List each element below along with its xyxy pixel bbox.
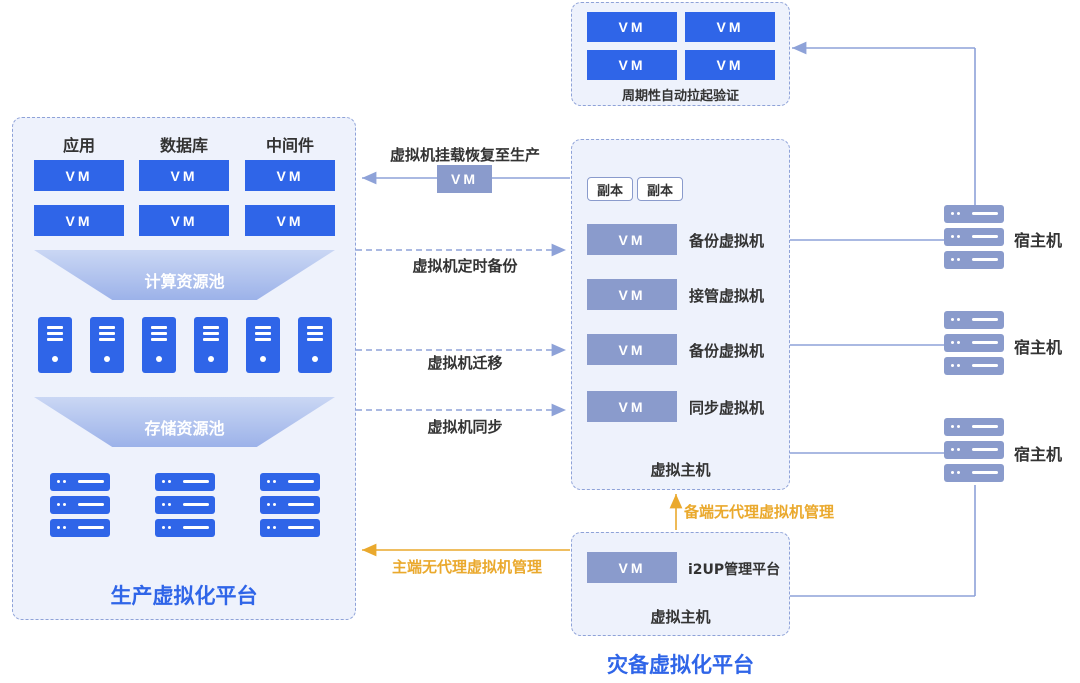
server-tower-icon [142, 317, 176, 373]
dr-host-label: 虚拟主机 [650, 461, 711, 479]
verify-vm-4: VM [685, 50, 775, 80]
compute-pool-label: 计算资源池 [144, 272, 225, 291]
production-vm: VM [139, 160, 229, 191]
production-column-middleware: 中间件 [265, 136, 314, 155]
storage-pool-label: 存储资源池 [144, 419, 225, 438]
verify-vm-1: VM [587, 12, 677, 42]
verify-vm-3: VM [587, 50, 677, 80]
host-label: 宿主机 [1014, 338, 1063, 357]
dr-vm: VM [587, 224, 677, 255]
storage-rack-icon [50, 473, 110, 539]
host-label: 宿主机 [1014, 231, 1063, 250]
storage-rack-icon [260, 473, 320, 539]
production-vm: VM [34, 205, 124, 236]
restore-vm: VM [437, 165, 492, 193]
server-tower-icon [194, 317, 228, 373]
server-tower-icon [246, 317, 280, 373]
dr-vm-label-takeover: 接管虚拟机 [689, 287, 765, 305]
replica-badge: 副本 [587, 177, 633, 201]
dr-vm-label-backup: 备份虚拟机 [689, 232, 765, 250]
production-column-database: 数据库 [159, 136, 208, 155]
mgmt-host-panel [571, 532, 790, 636]
scheduled-backup-label: 虚拟机定时备份 [412, 257, 518, 275]
host-server-icon [944, 311, 1004, 375]
backup-agentless-label: 备端无代理虚拟机管理 [684, 503, 835, 521]
production-vm: VM [245, 160, 335, 191]
host-server-icon [944, 205, 1004, 269]
migration-label: 虚拟机迁移 [427, 354, 503, 372]
host-server-icon [944, 418, 1004, 482]
verify-caption: 周期性自动拉起验证 [621, 89, 739, 104]
replica-badge: 副本 [637, 177, 683, 201]
dr-vm-label-sync: 同步虚拟机 [689, 399, 765, 417]
production-title: 生产虚拟化平台 [110, 584, 258, 608]
dr-vm: VM [587, 279, 677, 310]
dr-vm: VM [587, 334, 677, 365]
mgmt-host-label: 虚拟主机 [650, 608, 711, 626]
dr-vm-label-backup-2: 备份虚拟机 [689, 342, 765, 360]
production-vm: VM [139, 205, 229, 236]
i2up-platform-label: i2UP管理平台 [688, 562, 781, 578]
production-column-app: 应用 [62, 136, 95, 155]
verify-vm-2: VM [685, 12, 775, 42]
storage-rack-icon [155, 473, 215, 539]
host-label: 宿主机 [1014, 445, 1063, 464]
production-vm: VM [34, 160, 124, 191]
dr-vm: VM [587, 391, 677, 422]
mgmt-vm: VM [587, 552, 677, 583]
sync-label: 虚拟机同步 [427, 418, 503, 436]
mount-restore-label: 虚拟机挂载恢复至生产 [389, 146, 540, 164]
server-tower-icon [38, 317, 72, 373]
production-vm: VM [245, 205, 335, 236]
primary-agentless-label: 主端无代理虚拟机管理 [391, 558, 542, 576]
server-tower-icon [298, 317, 332, 373]
server-tower-icon [90, 317, 124, 373]
dr-title: 灾备虚拟化平台 [607, 653, 754, 677]
